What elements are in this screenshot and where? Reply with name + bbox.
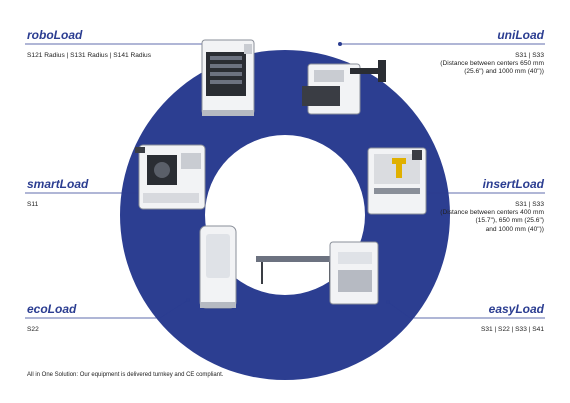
desc-line: S22 xyxy=(27,326,39,333)
product-desc-roboload: S121 Radius | S131 Radius | S141 Radius xyxy=(27,52,151,60)
footer-note: All in One Solution: Our equipment is de… xyxy=(27,372,224,378)
desc-line: S11 xyxy=(27,201,39,208)
uniload-machine-image xyxy=(302,60,386,115)
product-desc-insertload: S31 | S33 (Distance between centers 400 … xyxy=(440,201,544,234)
leader-dot-uniload xyxy=(338,42,342,46)
desc-line: S31 | S33 xyxy=(515,52,544,59)
product-name-ecoload: ecoLoad xyxy=(27,302,77,316)
leader-line-ecoload xyxy=(25,299,189,319)
desc-line: (Distance between centers 650 mm xyxy=(440,60,544,68)
insertload-machine-image xyxy=(367,147,427,215)
product-desc-easyload: S31 | S22 | S33 | S41 xyxy=(481,326,544,334)
product-desc-uniload: S31 | S33 (Distance between centers 650 … xyxy=(440,52,544,77)
desc-line: S31 | S33 xyxy=(515,201,544,208)
desc-line: S31 | S22 | S33 | S41 xyxy=(480,326,544,333)
product-desc-smartload: S11 xyxy=(27,201,38,209)
smartload-machine-image xyxy=(135,144,206,210)
ecoload-machine-image xyxy=(199,225,237,309)
product-name-easyload: easyLoad xyxy=(488,302,544,316)
desc-line: (25.6") and 1000 mm (40")) xyxy=(464,68,544,76)
desc-line: (Distance between centers 400 mm xyxy=(440,209,544,217)
leader-dot-easyload xyxy=(386,300,390,304)
product-name-uniload: uniLoad xyxy=(497,28,544,42)
leader-dot-insertload xyxy=(426,191,430,195)
desc-line: S121 Radius | S131 Radius | S141 Radius xyxy=(27,52,152,59)
product-name-roboload: roboLoad xyxy=(27,28,83,42)
product-name-smartload: smartLoad xyxy=(27,177,89,191)
roboload-machine-image xyxy=(201,39,255,116)
easyload-machine-image xyxy=(256,241,379,305)
desc-line: and 1000 mm (40")) xyxy=(485,225,544,233)
product-name-insertload: insertLoad xyxy=(482,177,544,191)
desc-line: (15.7"), 650 mm (25.6") xyxy=(475,217,544,225)
leader-line-easyload xyxy=(387,301,545,319)
leader-dot-ecoload xyxy=(186,298,190,302)
product-desc-ecoload: S22 xyxy=(27,326,39,334)
